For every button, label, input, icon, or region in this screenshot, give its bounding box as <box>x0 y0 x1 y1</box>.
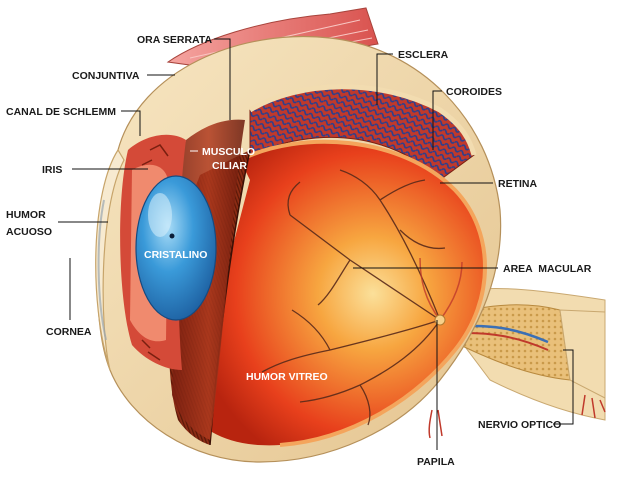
label-canal-de-schlemm: CANAL DE SCHLEMM <box>6 106 116 118</box>
label-area-macular: AREA MACULAR <box>503 263 592 275</box>
vitreous-body <box>190 141 485 446</box>
crystalline-lens <box>135 175 217 321</box>
label-papila: PAPILA <box>417 456 455 468</box>
label-acuoso: ACUOSO <box>6 226 52 238</box>
label-humor-vitreo: HUMOR VITREO <box>246 371 328 383</box>
label-conjuntiva: CONJUNTIVA <box>72 70 140 82</box>
retinal-vessels <box>261 169 446 426</box>
label-retina: RETINA <box>498 178 538 190</box>
label-ora-serrata: ORA SERRATA <box>137 34 212 46</box>
label-esclera: ESCLERA <box>398 49 449 61</box>
label-musculo: MUSCULO <box>202 146 255 158</box>
label-ciliar: CILIAR <box>212 160 247 172</box>
label-nervio-optico: NERVIO OPTICO <box>478 419 561 431</box>
label-iris: IRIS <box>42 164 62 176</box>
label-cristalino: CRISTALINO <box>144 249 207 261</box>
lens-center-dot <box>169 233 175 239</box>
label-cornea: CORNEA <box>46 326 92 338</box>
label-coroides: COROIDES <box>446 86 502 98</box>
label-humor: HUMOR <box>6 209 46 221</box>
retina-layer <box>239 139 487 447</box>
leader-lines <box>58 38 574 450</box>
labels: ORA SERRATA ESCLERA CONJUNTIVA COROIDES … <box>6 34 592 468</box>
